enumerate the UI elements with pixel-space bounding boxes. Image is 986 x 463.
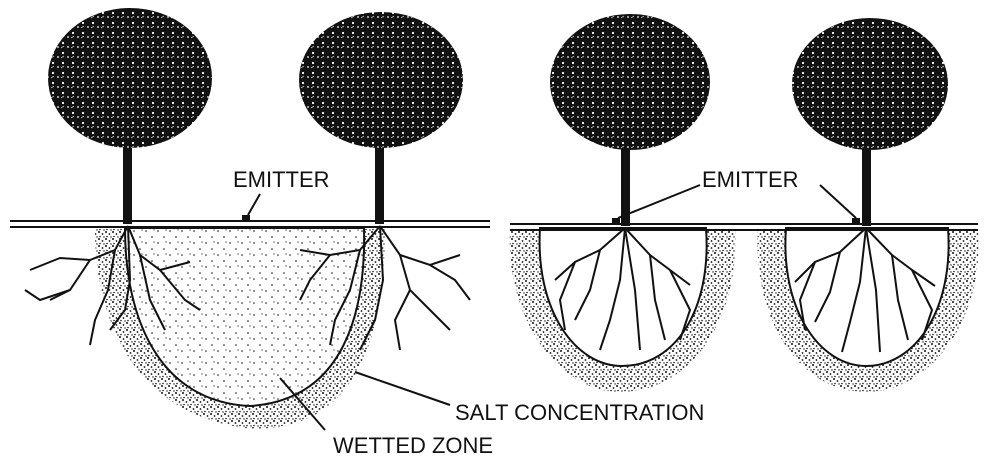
leader-emitter-right-a <box>618 185 700 218</box>
leader-salt-concentration <box>355 372 450 405</box>
tree-right-1 <box>550 14 710 226</box>
trunk <box>375 140 384 224</box>
canopy <box>792 18 948 150</box>
emitter-label-left: EMITTER <box>233 167 330 192</box>
emitter-marker-right-a <box>612 218 620 225</box>
trunk <box>123 140 132 224</box>
emitter-marker-right-b <box>852 218 860 225</box>
canopy <box>550 14 710 150</box>
canopy <box>48 8 212 148</box>
emitter-label-right: EMITTER <box>702 167 799 192</box>
wetted-zone-label: WETTED ZONE <box>333 433 493 458</box>
left-soil-zones <box>95 228 385 428</box>
tree-left-2 <box>299 12 463 224</box>
leader-emitter-left <box>248 194 260 215</box>
trunk <box>862 140 871 226</box>
emitter-marker-left <box>242 215 250 222</box>
canopy <box>299 12 463 148</box>
tree-left-1 <box>48 8 212 224</box>
tree-right-2 <box>792 18 948 226</box>
leader-emitter-right-b <box>820 185 856 218</box>
salt-concentration-label: SALT CONCENTRATION <box>455 400 704 425</box>
